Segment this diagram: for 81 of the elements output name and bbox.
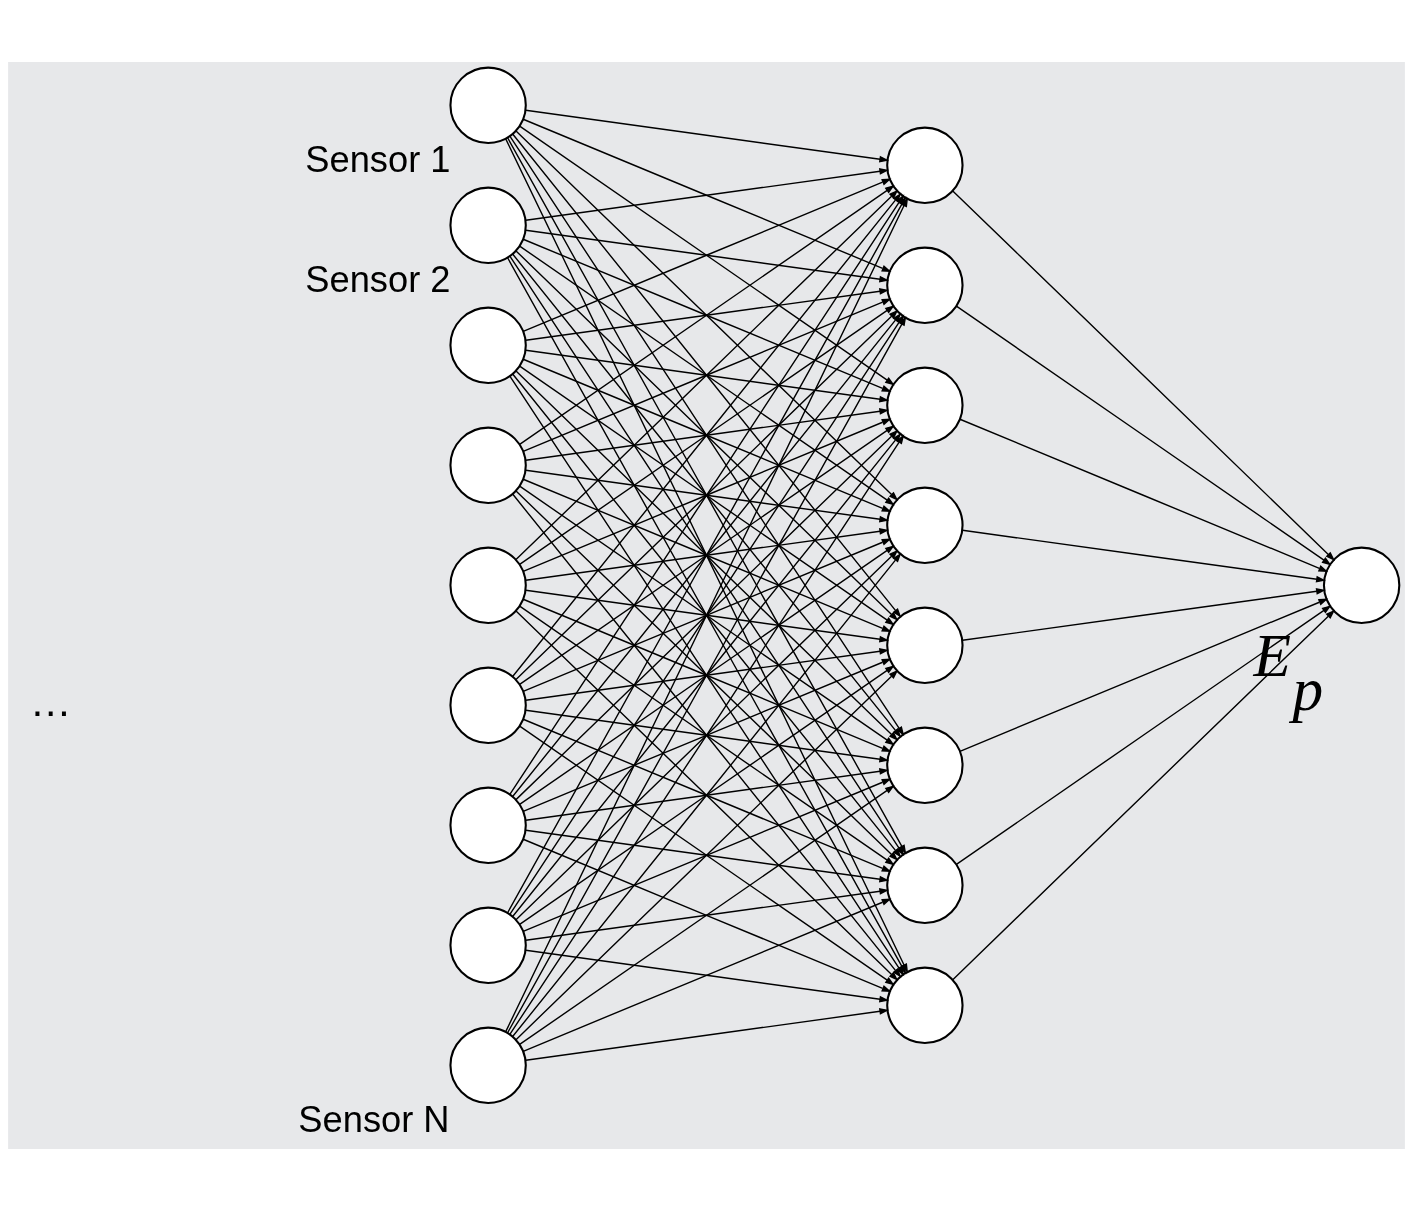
arrow — [519, 425, 895, 685]
arrow — [522, 658, 892, 812]
node-circle — [449, 1026, 527, 1104]
arrow — [525, 887, 890, 941]
arrow — [525, 949, 890, 1003]
arrow — [512, 432, 902, 917]
arrow — [512, 133, 902, 618]
arrow — [525, 589, 890, 643]
arrow — [525, 1007, 890, 1061]
arrow — [515, 309, 899, 681]
arrow — [525, 109, 890, 163]
arrow — [512, 493, 902, 978]
arrow — [525, 229, 890, 283]
node-circle — [449, 546, 527, 624]
node-label: Sensor N — [298, 1098, 450, 1140]
arrow — [515, 610, 899, 981]
arrow — [522, 178, 892, 332]
node-circle — [449, 306, 527, 384]
arrow — [519, 125, 895, 386]
arrow — [515, 250, 899, 621]
node-circle — [449, 666, 527, 744]
arrow — [512, 253, 902, 738]
arrow — [952, 190, 1336, 561]
arrow — [519, 785, 895, 1045]
arrow — [519, 185, 895, 445]
arrow — [512, 373, 902, 858]
node-label: Sensor 1 — [305, 138, 451, 180]
arrow — [525, 469, 890, 523]
arrow — [512, 312, 902, 797]
arrow — [515, 669, 899, 1041]
arrow — [525, 287, 890, 341]
arrow — [519, 725, 895, 986]
arrow — [956, 605, 1332, 865]
arrow — [522, 718, 892, 872]
node-label: Sensor 2 — [305, 258, 451, 300]
arrow — [515, 130, 899, 501]
arrow — [525, 349, 890, 403]
arrow — [522, 418, 892, 572]
arrow — [956, 305, 1332, 566]
node-circle — [449, 906, 527, 984]
arrow — [525, 167, 890, 221]
arrow — [522, 118, 892, 272]
node-circle — [449, 426, 527, 504]
node-circle — [449, 66, 527, 144]
arrow — [519, 305, 895, 565]
arrow — [522, 478, 892, 632]
arrow — [522, 238, 892, 392]
arrow — [515, 549, 899, 921]
arrow — [522, 598, 892, 752]
arrow — [525, 709, 890, 763]
arrow — [519, 545, 895, 805]
arrow — [522, 778, 892, 932]
arrow — [515, 370, 899, 741]
label: … — [29, 677, 72, 725]
arrow — [522, 838, 892, 992]
arrow — [952, 609, 1336, 981]
arrow — [522, 538, 892, 692]
arrow — [512, 552, 902, 1037]
arrow — [519, 365, 895, 626]
arrow — [522, 898, 892, 1052]
arrow — [522, 298, 892, 452]
arrow — [519, 665, 895, 925]
arrow — [515, 429, 899, 801]
arrow — [525, 767, 890, 821]
arrow — [959, 598, 1329, 752]
arrow — [512, 192, 902, 677]
arrow — [515, 490, 899, 861]
arrow — [519, 485, 895, 746]
arrow — [525, 527, 890, 581]
node-circle — [449, 186, 527, 264]
arrow — [961, 529, 1326, 583]
arrow — [519, 245, 895, 506]
arrow — [515, 189, 899, 561]
arrow — [522, 358, 892, 512]
node-circle — [449, 786, 527, 864]
arrow — [519, 605, 895, 866]
arrow — [525, 407, 890, 461]
arrow — [959, 418, 1329, 572]
arrow — [961, 587, 1326, 641]
arrow — [525, 829, 890, 883]
arrow — [525, 647, 890, 701]
